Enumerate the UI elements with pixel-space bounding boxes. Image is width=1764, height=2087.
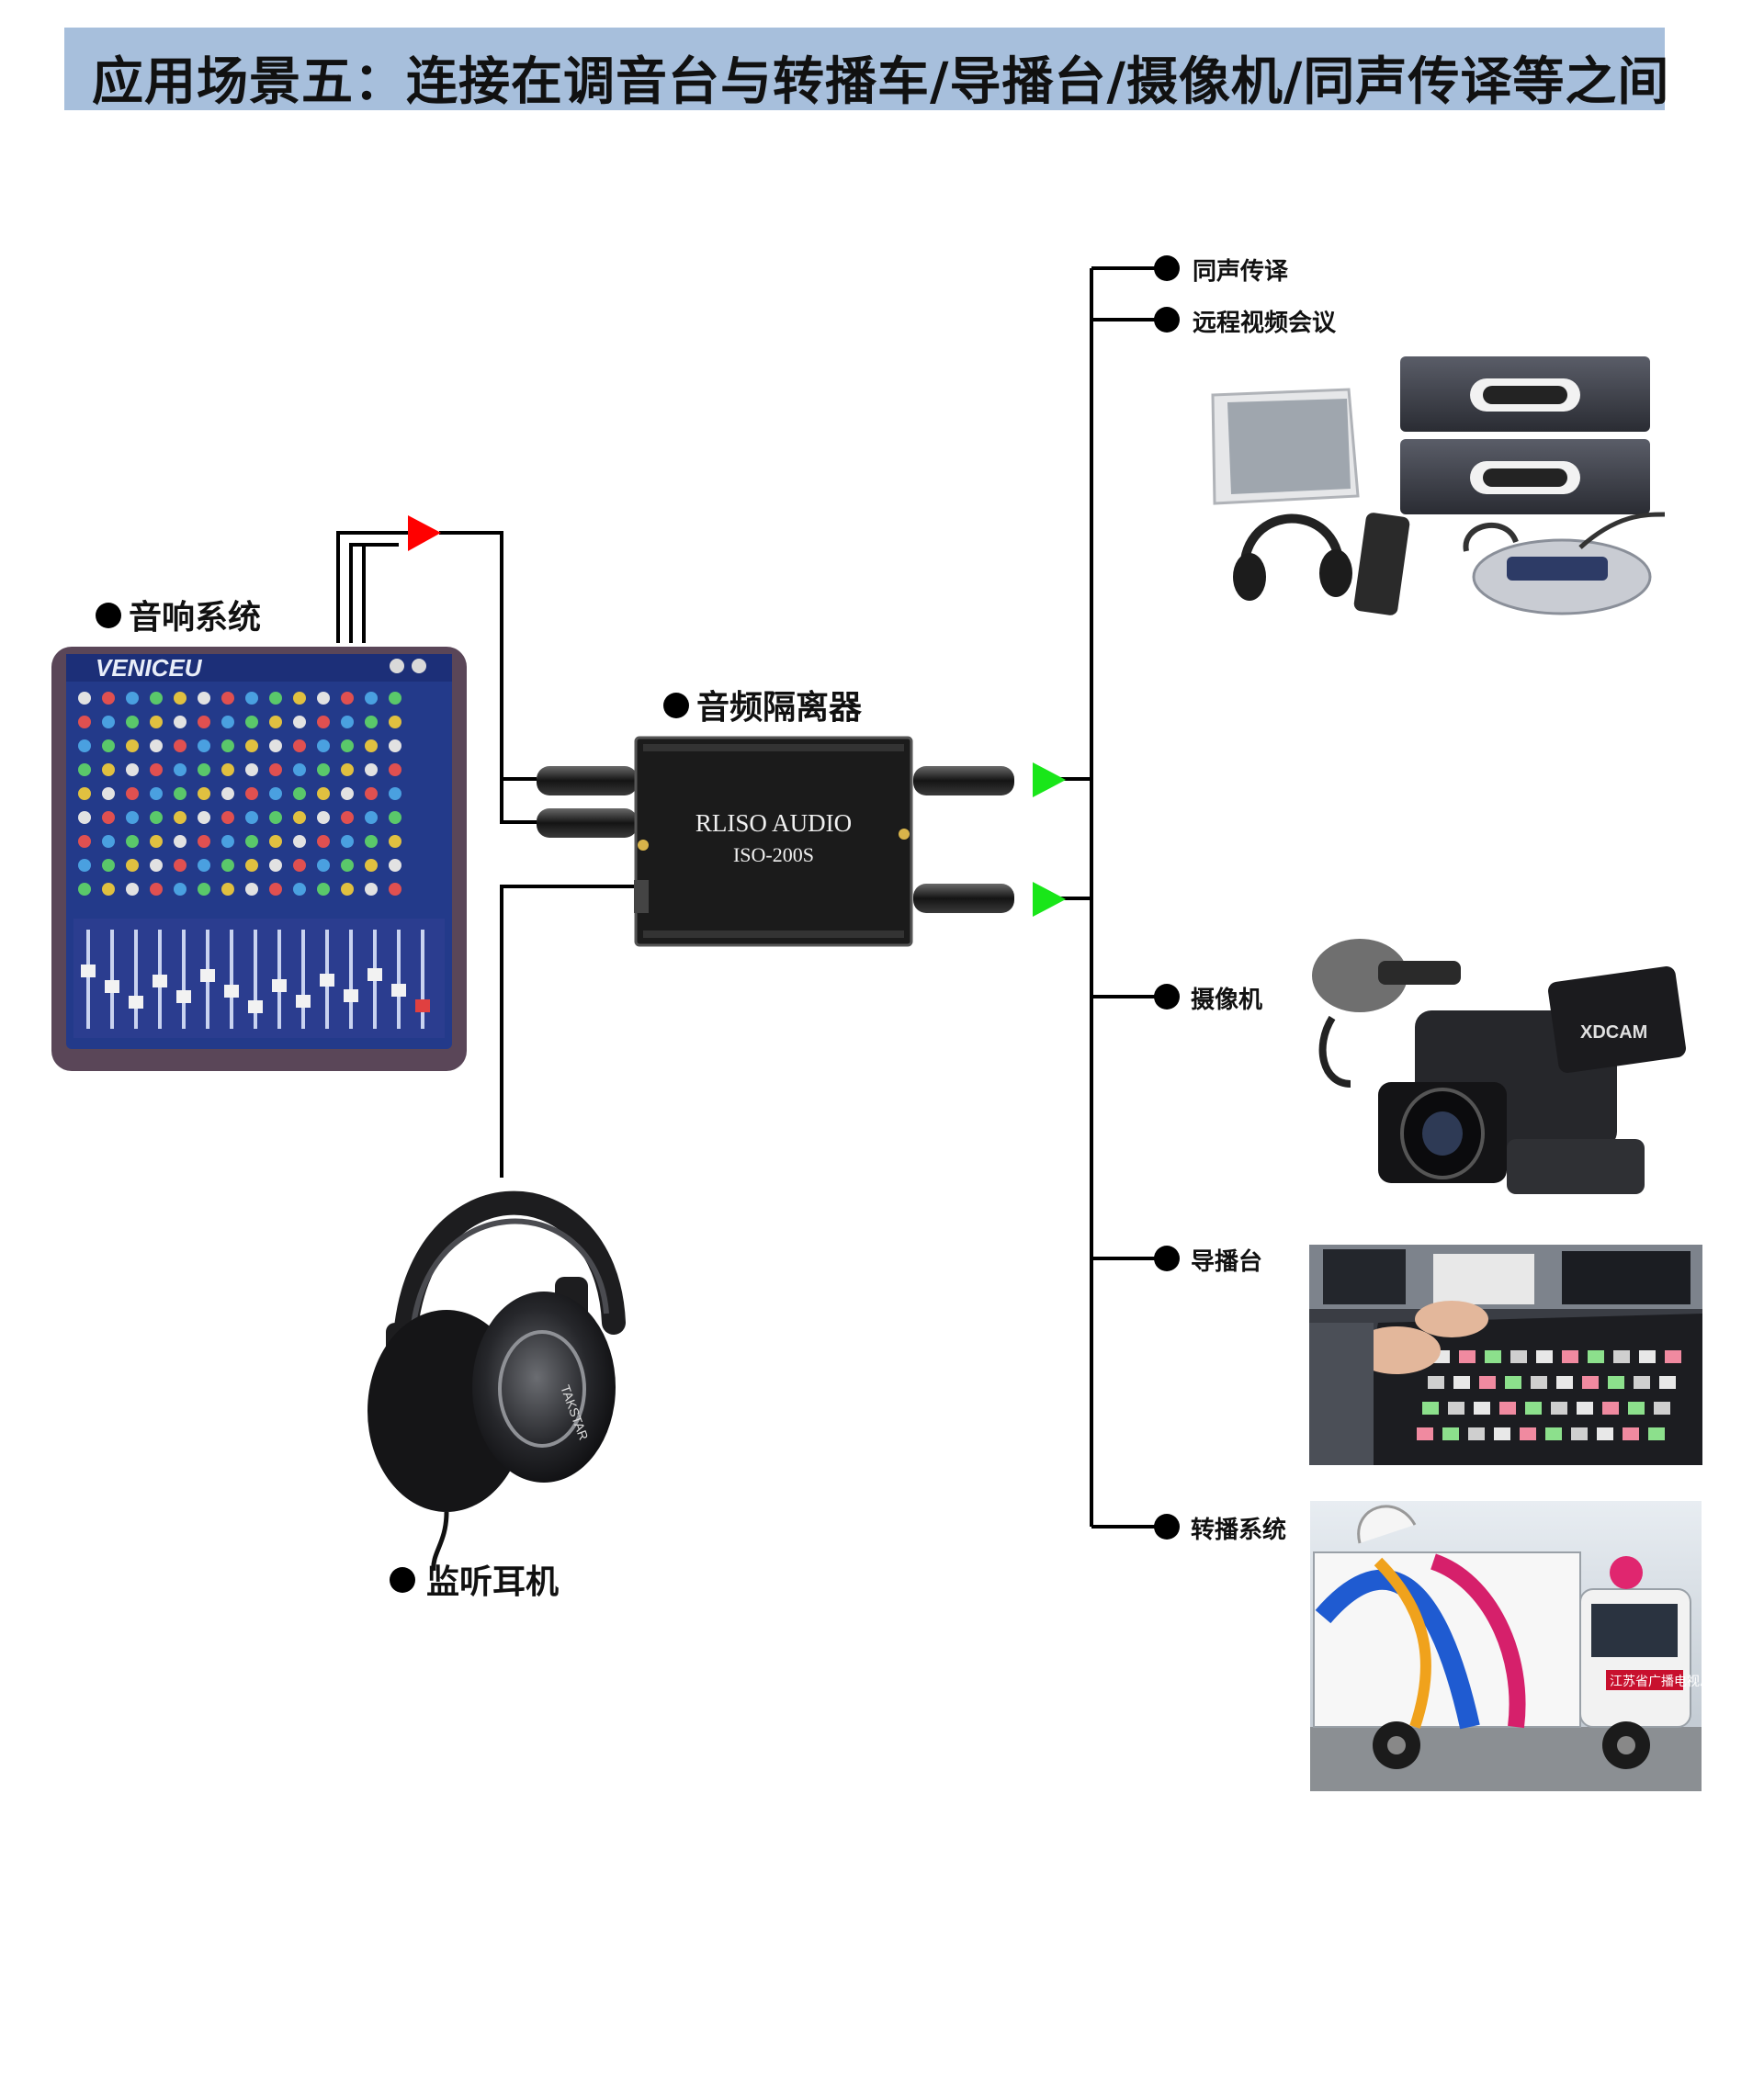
bullet-dot (390, 1567, 415, 1593)
broadcast-truck-image: 江苏省广播电视总台 (1310, 1501, 1725, 1791)
bullet-dot (96, 603, 121, 628)
video-camera-image: XDCAM (1312, 939, 1687, 1194)
audio-isolator-device: 音频隔离器 RLISO AUDIO ISO-200S (537, 689, 1014, 945)
receiver-unit (1353, 512, 1411, 616)
label-camera: 摄像机 (1191, 987, 1262, 1014)
truck-text: 江苏省广播电视总台 (1610, 1675, 1725, 1689)
mixer-to-isolator-line-2 (502, 779, 537, 822)
label-video-conf: 远程视频会议 (1193, 310, 1337, 337)
mixer-brand: VENICEU (96, 654, 203, 682)
xlr-plug-out-1 (913, 766, 1014, 795)
isolator-model: ISO-200S (733, 843, 814, 866)
mixer-cable-2 (351, 545, 399, 643)
isolator-brand: RLISO AUDIO (695, 809, 852, 837)
label-director: 导播台 (1191, 1247, 1262, 1276)
label-simul-interp: 同声传译 (1193, 258, 1289, 286)
xlr-plug-in-1 (537, 766, 638, 795)
isolator-to-headphones-line (502, 886, 643, 1178)
isolator-box (636, 738, 911, 945)
director-console-image (1309, 1245, 1702, 1465)
camera-brand: XDCAM (1580, 1022, 1647, 1043)
input-arrow-red (408, 515, 441, 551)
bullet-dot (663, 693, 689, 718)
right-ear-cup (472, 1292, 616, 1483)
conference-equipment-image (1213, 356, 1665, 616)
monitor-headphones: TAKSTAR 监听耳机 (368, 1203, 616, 1601)
headphones-label: 监听耳机 (426, 1563, 559, 1601)
label-broadcast: 转播系统 (1191, 1516, 1286, 1544)
mixer-console: 音响系统 VENICEU (51, 599, 467, 1071)
output-arrow-green-2 (1033, 882, 1066, 917)
xlr-plug-in-2 (537, 808, 638, 838)
output-arrow-green-1 (1033, 762, 1066, 797)
xlr-plug-out-2 (913, 884, 1014, 913)
isolator-label: 音频隔离器 (696, 689, 863, 727)
mixer-label: 音响系统 (129, 599, 261, 637)
